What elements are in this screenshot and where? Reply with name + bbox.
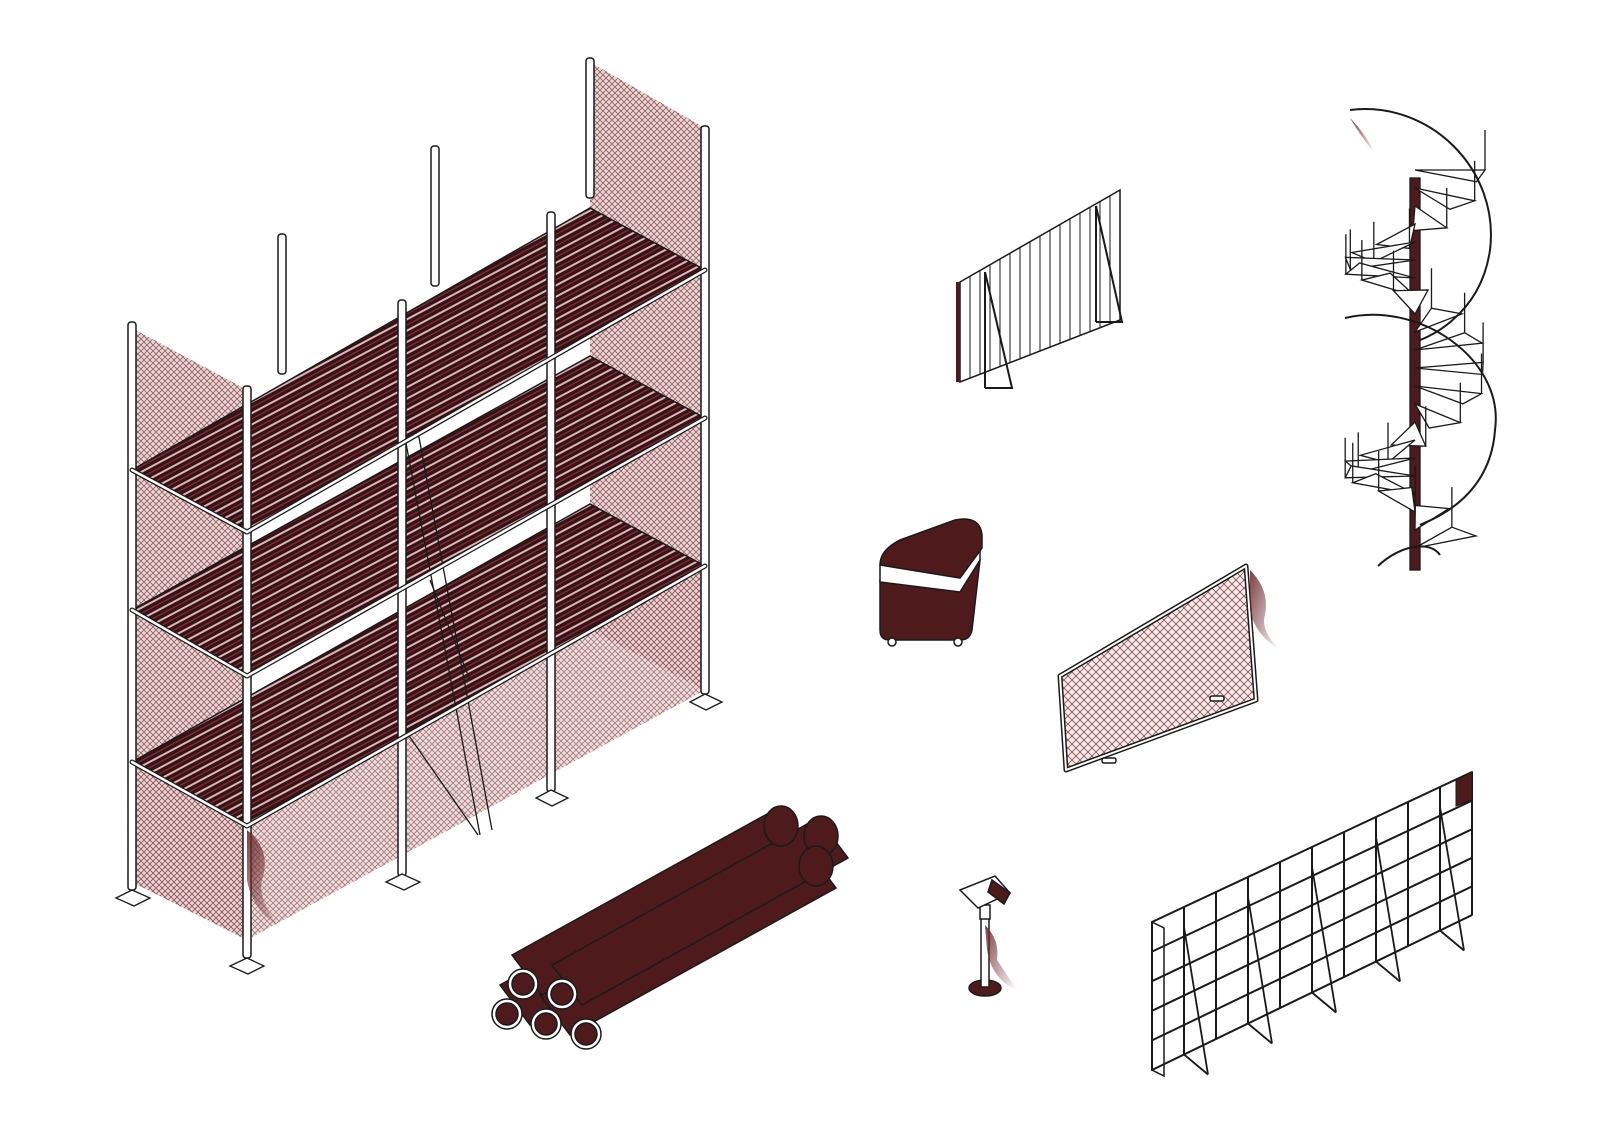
mesh-barrier — [1057, 563, 1280, 773]
grid-rail — [1151, 885, 1473, 1042]
fence-stand — [1183, 926, 1209, 1075]
fence-stand — [1439, 806, 1465, 951]
grid-rail — [1151, 828, 1473, 983]
fence-stand — [1311, 866, 1337, 1013]
fence-stand-foot — [1375, 960, 1401, 983]
stair-tread — [1392, 289, 1430, 316]
stair-tread — [1412, 204, 1449, 232]
storage-bin — [879, 518, 983, 647]
fence-stand-foot — [1311, 991, 1337, 1014]
grid-fence-wall — [1151, 770, 1473, 1078]
scaffold-base-plates — [114, 693, 724, 975]
scaffold-mesh-bottom-front — [132, 566, 705, 940]
scaffolding — [114, 57, 724, 975]
stair-tread — [1414, 526, 1479, 549]
fence-stand-foot — [1247, 1022, 1273, 1045]
stair-tread — [1414, 361, 1484, 376]
stair-tread — [1413, 307, 1465, 334]
stair-tread — [1414, 385, 1484, 405]
scaffold-flag-cloth — [247, 830, 282, 930]
spiral-staircase — [1343, 108, 1497, 571]
scaffold-ladder — [404, 431, 493, 836]
fence-stand-foot — [1439, 929, 1465, 952]
security-camera — [958, 875, 1017, 997]
stair-tread — [1349, 241, 1416, 263]
stair-tread — [1376, 486, 1416, 514]
stair-tread — [1414, 332, 1485, 351]
fence-stand — [1375, 836, 1401, 982]
pipe-openings — [491, 968, 602, 1050]
stair-tread — [1414, 169, 1487, 183]
fence-stand-foot — [1183, 1053, 1209, 1076]
stair-tread — [1413, 402, 1463, 429]
fence-stand — [1247, 896, 1273, 1044]
grid-rail — [1151, 856, 1473, 1012]
corrugated-fence-panel — [956, 188, 1124, 389]
stair-tread — [1414, 504, 1451, 532]
stacked-pipes — [491, 805, 850, 1050]
stair-tread — [1414, 187, 1478, 210]
grid-rail — [1151, 799, 1473, 953]
grid-rail — [1151, 771, 1473, 923]
